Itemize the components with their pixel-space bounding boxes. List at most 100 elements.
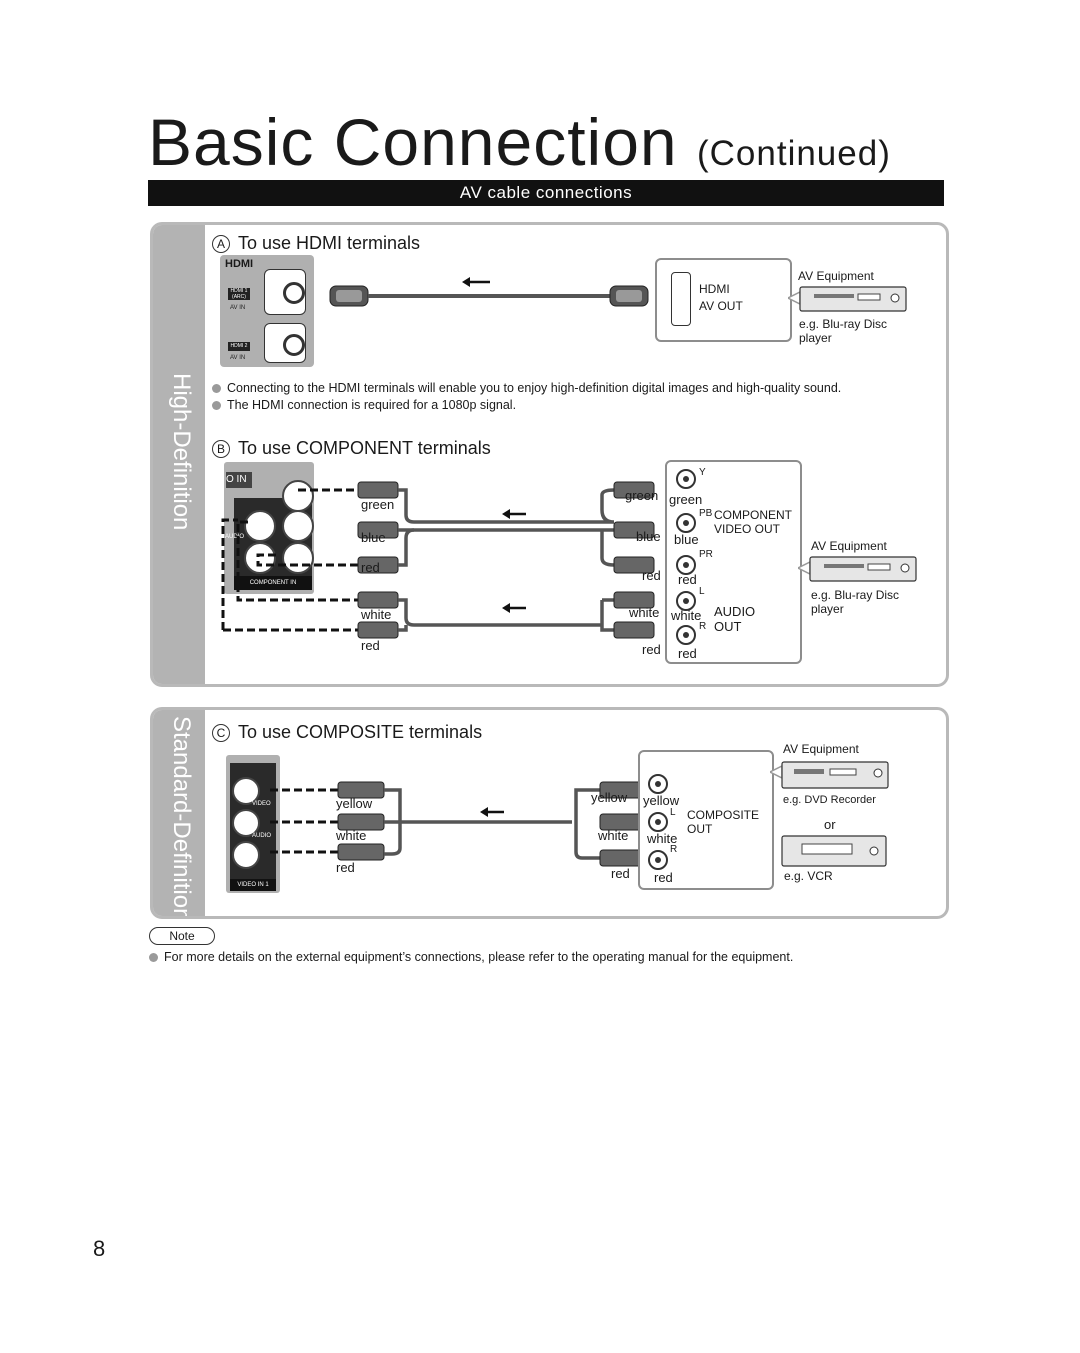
composite-jack-white: white — [647, 831, 678, 846]
comp-left-label-green: green — [361, 497, 395, 512]
comp-left-label-red: red — [361, 560, 380, 575]
composite-tv-audio: AUDIO — [252, 833, 272, 839]
composite-jack-r: R — [670, 844, 678, 855]
component-audio-out-2: OUT — [714, 619, 742, 634]
component-cables — [221, 481, 655, 639]
jack-label-red-2: red — [678, 646, 697, 661]
jack-r-label: R — [699, 621, 707, 632]
tv-composite-panel: VIDEO AUDIO VIDEO IN 1 — [226, 755, 280, 893]
note-label: Note — [149, 927, 215, 945]
component-audio-out-1: AUDIO — [714, 604, 756, 619]
hdmi-letter: A — [212, 234, 230, 253]
jack-y-label: Y — [699, 467, 706, 478]
tv-component-panel: O IN AUDIO COMPONENT IN — [224, 462, 314, 594]
composite-right-label-white: white — [598, 828, 629, 843]
jack-pb-label: PB — [699, 508, 713, 519]
jack-label-red: red — [678, 572, 697, 587]
page-title: Basic Connection (Continued) — [148, 104, 891, 180]
comp-left-label-white: white — [336, 828, 367, 843]
hd-side-bar: High-Definition — [153, 225, 205, 684]
composite-equip-caption-dvd: e.g. DVD Recorder — [783, 794, 876, 806]
composite-jack-l: L — [670, 807, 676, 818]
hdmi-logo: HDMI — [225, 258, 254, 270]
hdmi1-port — [264, 269, 306, 315]
component-letter: B — [212, 439, 230, 458]
comp-right-label-green: green — [625, 488, 659, 503]
hdmi2-port — [264, 323, 306, 363]
composite-out-2: OUT — [687, 822, 713, 836]
title-main: Basic Connection — [148, 105, 678, 179]
composite-tv-video: VIDEO — [252, 801, 271, 807]
hdmi-note-2: The HDMI connection is required for a 10… — [212, 398, 516, 412]
component-heading-text: To use COMPONENT terminals — [238, 438, 491, 458]
jack-label-green: green — [669, 492, 703, 507]
jack-label-blue: blue — [674, 532, 699, 547]
comp-left-label-yellow: yellow — [336, 796, 373, 811]
comp-right-label-blue: blue — [636, 529, 661, 544]
jack-pr-label: PR — [699, 549, 713, 560]
jack-l-label: L — [699, 586, 705, 597]
hdmi-av-out-box: HDMI AV OUT — [655, 258, 792, 342]
composite-right-label-yellow: yellow — [591, 790, 628, 805]
component-tv-tag: O IN — [226, 472, 252, 488]
hdmi1-av-in: AV IN — [230, 305, 246, 311]
hdmi-equip-caption-1: e.g. Blu-ray Disc — [799, 317, 888, 331]
hdmi-cable — [329, 277, 649, 307]
hdmi-out-port — [671, 272, 691, 326]
bullet-dot — [212, 400, 221, 410]
composite-equip-title: AV Equipment — [783, 742, 859, 756]
note-text: For more details on the external equipme… — [164, 950, 794, 964]
section-band: AV cable connections — [148, 180, 944, 206]
comp-left-label-red: red — [336, 860, 355, 875]
composite-cables — [270, 781, 647, 867]
title-suffix: (Continued) — [696, 134, 891, 173]
comp-left-label-white: white — [361, 607, 392, 622]
composite-out-1: COMPOSITE — [687, 808, 760, 822]
component-out-jacks — [676, 469, 696, 645]
component-equip-caption-1: e.g. Blu-ray Disc — [811, 588, 900, 602]
hdmi-note-1: Connecting to the HDMI terminals will en… — [212, 381, 841, 395]
hdmi-note-1-text: Connecting to the HDMI terminals will en… — [227, 381, 842, 395]
bullet-dot — [212, 383, 221, 393]
composite-letter: C — [212, 723, 230, 742]
comp-left-label-red-2: red — [361, 638, 380, 653]
composite-out-jacks — [648, 774, 668, 870]
dvd-recorder-icon — [770, 761, 889, 789]
component-heading: B To use COMPONENT terminals — [212, 438, 491, 459]
hdmi-out-label-1: HDMI — [699, 282, 730, 296]
standard-definition-panel: Standard-Definition — [150, 707, 949, 919]
comp-right-label-red-2: red — [642, 642, 661, 657]
hd-side-label: High-Definition — [168, 373, 195, 531]
composite-heading-text: To use COMPOSITE terminals — [238, 722, 483, 742]
hdmi-heading: A To use HDMI terminals — [212, 233, 420, 254]
comp-left-label-blue: blue — [361, 530, 386, 545]
hdmi1-port-label: HDMI 1 (ARC) — [228, 288, 250, 300]
hdmi-equip-caption-2: player — [799, 331, 832, 345]
vcr-icon — [781, 835, 887, 867]
composite-equip-caption-vcr: e.g. VCR — [784, 869, 833, 883]
composite-jack-red: red — [654, 870, 673, 885]
tv-hdmi-panel: HDMI HDMI 1 (ARC) AV IN HDMI 2 AV IN — [220, 255, 314, 367]
component-equip-caption-2: player — [811, 602, 844, 616]
component-video-out-1: COMPONENT — [714, 508, 792, 522]
component-tv-audio: AUDIO — [225, 534, 245, 540]
jack-label-white: white — [671, 608, 702, 623]
hdmi-heading-text: To use HDMI terminals — [238, 233, 421, 253]
sd-side-bar: Standard-Definition — [153, 710, 205, 916]
composite-heading: C To use COMPOSITE terminals — [212, 722, 482, 743]
hdmi-equip-title: AV Equipment — [798, 269, 874, 283]
composite-jack-yellow: yellow — [643, 793, 680, 808]
sd-side-label: Standard-Definition — [168, 716, 195, 919]
comp-right-label-red: red — [642, 568, 661, 583]
composite-right-label-red: red — [611, 866, 630, 881]
composite-equip-or: or — [824, 817, 836, 832]
composite-tv-footer: VIDEO IN 1 — [230, 879, 276, 891]
hdmi-out-label-2: AV OUT — [699, 299, 743, 313]
component-video-out-2: VIDEO OUT — [714, 522, 781, 536]
comp-right-label-white: white — [629, 605, 660, 620]
hdmi-note-2-text: The HDMI connection is required for a 10… — [227, 398, 517, 412]
component-tv-footer: COMPONENT IN — [234, 576, 312, 590]
bluray-player-icon — [798, 556, 917, 582]
bluray-player-icon — [788, 286, 907, 312]
component-equip-title: AV Equipment — [811, 539, 887, 553]
